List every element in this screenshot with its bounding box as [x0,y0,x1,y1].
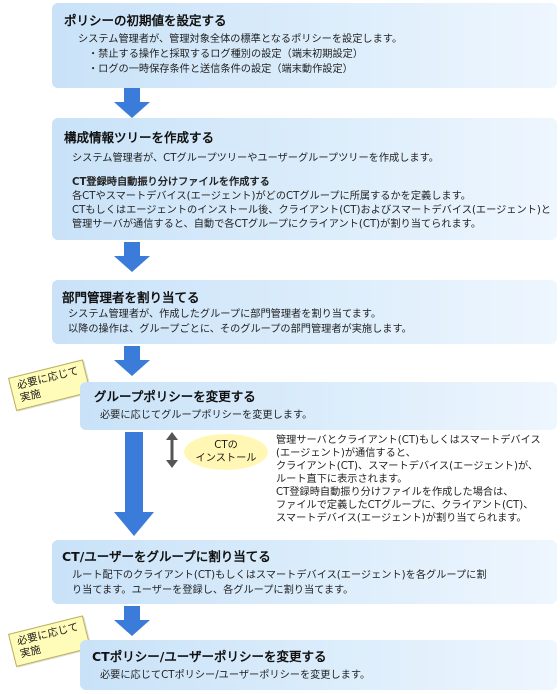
step-assign-dept-admin [52,280,557,344]
install-desc-line: ファイルで定義したCTグループに、クライアント(CT)、 [276,500,534,511]
install-line: CTの [214,440,238,451]
flow-arrow-down [114,346,150,376]
step-config-tree [52,118,557,240]
install-desc-line: CT登録時自動振り分けファイルを作成した場合は、 [276,487,514,498]
step-2-title: 構成情報ツリーを作成する [64,130,215,145]
step-3-title: 部門管理者を割り当てる [62,290,200,305]
step-6-line: 必要に応じてCTポリシー/ユーザーポリシーを変更します。 [100,670,371,681]
install-desc-line: (エージェント)が通信すると、 [276,448,416,459]
step-assign-ct-user [52,540,557,604]
step-5-line: り当てます。ユーザーを登録し、各グループに割り当てます。 [72,585,354,596]
step-5-line: ルート配下のクライアント(CT)もしくはスマートデバイス(エージェント)を各グル… [72,570,487,581]
install-line: インストール [195,453,257,464]
flow-arrow-down [114,88,150,118]
flow-arrow-down [114,242,150,272]
step-1-title: ポリシーの初期値を設定する [64,13,227,28]
install-desc-line: ルート直下に表示されます。 [276,474,408,485]
step-6-title: CTポリシー/ユーザーポリシーを変更する [92,649,327,664]
flow-arrow-down [114,606,150,636]
step-4-line: 必要に応じてグループポリシーを変更します。 [100,410,313,421]
install-desc-line: 管理サーバとクライアント(CT)もしくはスマートデバイス [276,435,541,446]
step-ct-user-policy [80,640,557,690]
step-1-line: ・ログの一時保存条件と送信条件の設定（端末動作設定） [88,64,353,75]
step-4-title: グループポリシーを変更する [94,389,256,404]
step-policy-defaults [52,3,557,88]
step-2-line: システム管理者が、CTグループツリーやユーザーグループツリーを作成します。 [72,153,439,164]
step-1-line: ・禁止する操作と採取するログ種別の設定（端末初期設定） [88,49,364,60]
install-description: 管理サーバとクライアント(CT)もしくはスマートデバイス (エージェント)が通信… [276,434,541,525]
step-2-subline: CTもしくはエージェントのインストール後、クライアント(CT)およびスマートデバ… [72,205,551,216]
step-2-subline: 管理サーバが通信すると、自動で各CTグループにクライアント(CT)が割り当てられ… [72,219,482,230]
flow-arrow-down [114,432,154,536]
step-1-line: システム管理者が、管理対象全体の標準となるポリシーを設定します。 [78,34,403,45]
step-2-subline: 各CTやスマートデバイス(エージェント)がどのCTグループに所属するかを定義しま… [72,191,471,202]
step-5-title: CT/ユーザーをグループに割り当てる [62,549,271,564]
step-group-policy [80,382,557,430]
step-3-line: 以降の操作は、グループごとに、そのグループの部門管理者が実施します。 [68,324,412,335]
double-arrow-icon [166,432,178,468]
step-2-subheading: CT登録時自動振り分けファイルを作成する [72,177,270,188]
ct-install-bubble: CTの インストール [184,434,268,470]
install-desc-line: スマートデバイス(エージェント)が割り当てられます。 [276,513,527,524]
step-3-line: システム管理者が、作成したグループに部門管理者を割り当てます。 [68,309,382,320]
optional-note: 必要に応じて 実施 [8,615,91,667]
install-desc-line: クライアント(CT)、スマートデバイス(エージェント)が、 [276,461,539,472]
optional-note: 必要に応じて 実施 [8,359,91,411]
